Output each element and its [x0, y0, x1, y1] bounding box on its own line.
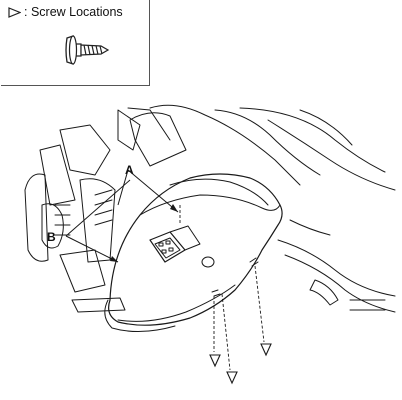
screw-boss [211, 289, 221, 297]
legend-text: : Screw Locations [24, 5, 123, 19]
callout-leaders [65, 169, 179, 263]
screw-hole [201, 256, 215, 268]
dashboard-background [24, 104, 396, 313]
callout-b: B [47, 230, 56, 244]
connector [149, 225, 201, 263]
screw-marker-1-icon [209, 354, 221, 368]
open-triangle-icon [8, 6, 21, 18]
screw-icon [65, 35, 110, 65]
arrowheads [110, 204, 178, 262]
lower-cover-panel [104, 173, 283, 333]
screw-boss-right [249, 257, 259, 267]
screw-marker-3-icon [226, 371, 238, 385]
screw-leader-lines [179, 205, 265, 371]
screw-location-markers [209, 343, 272, 385]
screw-marker-2-icon [260, 343, 272, 357]
legend-row: : Screw Locations [8, 5, 123, 19]
legend-box: : Screw Locations [1, 0, 150, 86]
callout-a: A [125, 163, 134, 177]
